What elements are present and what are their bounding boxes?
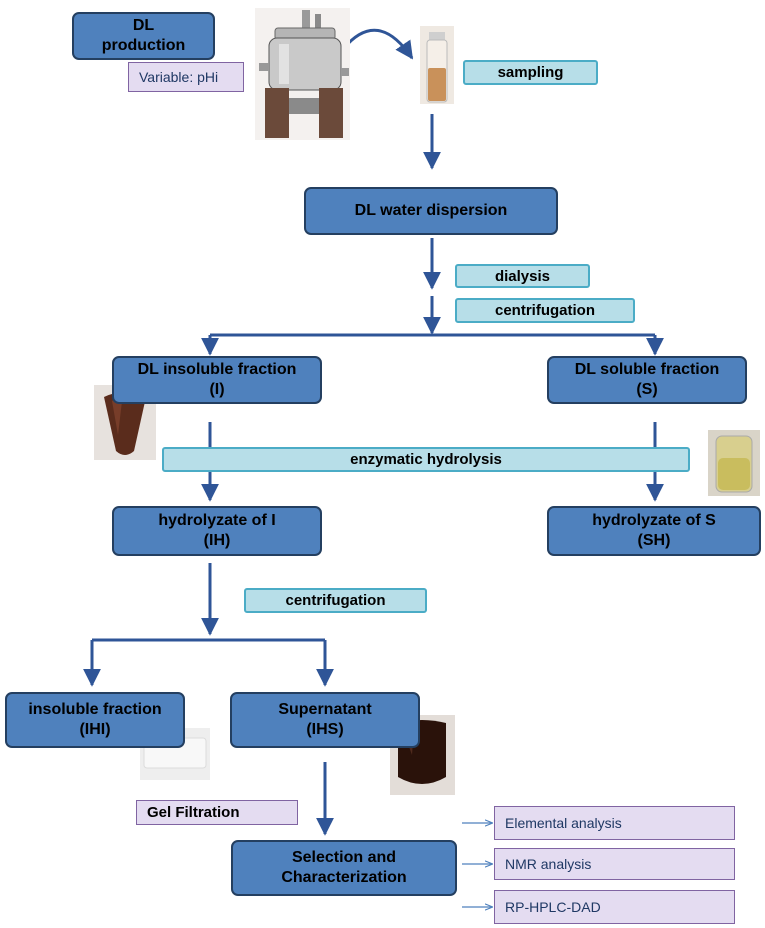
step-centrifugation-1: centrifugation xyxy=(455,298,635,323)
analysis-nmr: NMR analysis xyxy=(494,848,735,880)
node-insoluble-fraction-line1: DL insoluble fraction xyxy=(137,361,297,378)
node-ihi-line1: insoluble fraction xyxy=(28,701,162,718)
node-hydrolyzate-s: hydrolyzate of S (SH) xyxy=(547,506,761,556)
node-soluble-fraction-line1: DL soluble fraction xyxy=(574,361,720,378)
node-dl-production-line1: DL xyxy=(132,17,155,34)
analysis-elemental: Elemental analysis xyxy=(494,806,735,840)
step-dialysis: dialysis xyxy=(455,264,590,288)
analysis-rp-hplc-dad: RP-HPLC-DAD xyxy=(494,890,735,924)
analysis-rp-hplc-dad-label: RP-HPLC-DAD xyxy=(505,899,601,915)
node-selection-line1: Selection and xyxy=(291,849,397,866)
note-gel-filtration: Gel Filtration xyxy=(136,800,298,825)
node-water-dispersion: DL water dispersion xyxy=(304,187,558,235)
analysis-elemental-label: Elemental analysis xyxy=(505,815,622,831)
note-variable: Variable: pHi xyxy=(128,62,244,92)
step-sampling: sampling xyxy=(463,60,598,85)
node-ihs-line2: (IHS) xyxy=(306,721,344,738)
analysis-nmr-label: NMR analysis xyxy=(505,856,592,872)
node-ihi-line2: (IHI) xyxy=(79,721,111,738)
node-hydrolyzate-s-line2: (SH) xyxy=(637,532,671,549)
step-sampling-label: sampling xyxy=(497,64,564,81)
soluble-fraction-image xyxy=(708,430,760,496)
node-soluble-fraction-line2: (S) xyxy=(636,381,658,398)
node-hydrolyzate-s-line1: hydrolyzate of S xyxy=(592,512,716,529)
node-soluble-fraction: DL soluble fraction (S) xyxy=(547,356,747,404)
node-insoluble-fraction: DL insoluble fraction (I) xyxy=(112,356,322,404)
node-ihi: insoluble fraction (IHI) xyxy=(5,692,185,748)
node-water-dispersion-label: DL water dispersion xyxy=(354,202,508,219)
step-centrifugation-2: centrifugation xyxy=(244,588,427,613)
node-dl-production: DL production xyxy=(72,12,215,60)
node-dl-production-line2: production xyxy=(101,37,186,54)
step-dialysis-label: dialysis xyxy=(494,267,551,285)
node-insoluble-fraction-line2: (I) xyxy=(209,381,225,398)
ihs-image xyxy=(390,715,455,795)
node-selection: Selection and Characterization xyxy=(231,840,457,896)
note-variable-label: Variable: pHi xyxy=(139,69,219,85)
node-hydrolyzate-i-line2: (IH) xyxy=(203,532,231,549)
node-hydrolyzate-i-line1: hydrolyzate of I xyxy=(158,512,276,529)
node-ihs-line1: Supernatant xyxy=(278,701,372,718)
node-selection-line2: Characterization xyxy=(281,869,407,886)
sample-tube-image xyxy=(420,26,454,104)
node-ihs: Supernatant (IHS) xyxy=(230,692,420,748)
reactor-image xyxy=(255,8,350,140)
note-gel-filtration-label: Gel Filtration xyxy=(147,804,240,821)
step-centrifugation-1-label: centrifugation xyxy=(495,302,595,319)
step-enzymatic-hydrolysis-label: enzymatic hydrolysis xyxy=(350,451,502,468)
step-centrifugation-2-label: centrifugation xyxy=(285,592,386,609)
step-enzymatic-hydrolysis: enzymatic hydrolysis xyxy=(162,447,690,472)
arrow-reactor-to-tube xyxy=(342,28,414,60)
node-hydrolyzate-i: hydrolyzate of I (IH) xyxy=(112,506,322,556)
